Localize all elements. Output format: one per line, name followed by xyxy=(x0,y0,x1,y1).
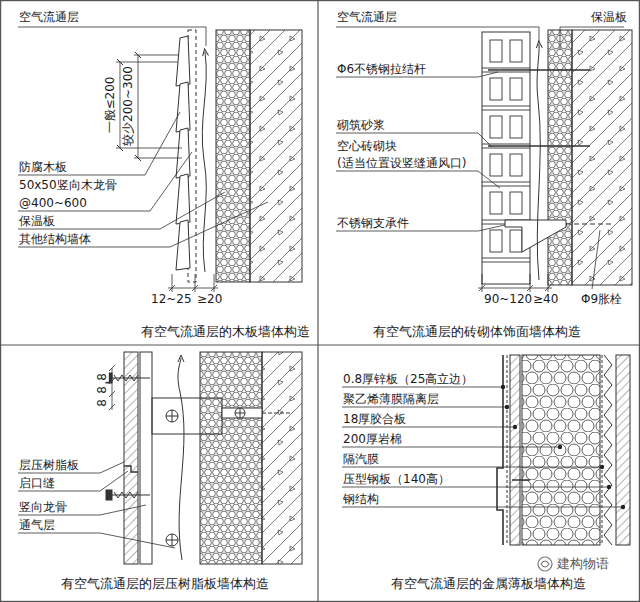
caption: 有空气流通层的金属薄板墙体构造 xyxy=(390,576,587,592)
metal-sheet-wall-detail xyxy=(342,355,630,545)
part-label: 保温板 xyxy=(590,10,628,24)
watermark: 建构物语 xyxy=(556,556,610,572)
dimension: 12~25 xyxy=(150,292,193,306)
dimension: ≥40 xyxy=(532,292,559,306)
part-label: 0.8厚锌板（25高立边） xyxy=(342,372,474,386)
watermark-icon xyxy=(538,557,552,571)
part-label: 200厚岩棉 xyxy=(342,432,403,446)
dimension: 一般≤200 xyxy=(103,76,117,135)
part-label: 50x50竖向木龙骨 xyxy=(18,178,118,192)
part-label: (适当位置设竖缝通风口) xyxy=(336,156,467,170)
dimension: 8 xyxy=(95,385,109,395)
part-label: 空气流通层 xyxy=(18,10,80,24)
dimension: @400~600 xyxy=(18,196,88,210)
part-label: 启口缝 xyxy=(18,476,56,490)
caption: 有空气流通层的砖砌体饰面墙体构造 xyxy=(372,324,582,340)
dimension: 8 xyxy=(95,398,109,408)
part-label: 竖向龙骨 xyxy=(18,500,68,514)
part-label: 通气层 xyxy=(18,518,56,532)
part-label: 隔汽膜 xyxy=(342,452,380,466)
part-label: 压型钢板（140高） xyxy=(342,472,451,486)
dimension: 较少200~300 xyxy=(121,65,135,147)
resin-board-wall-detail xyxy=(18,352,302,564)
part-label: Φ9胀栓 xyxy=(580,292,623,306)
part-label: 不锈钢支承件 xyxy=(336,216,410,230)
part-label: 空心砖砌块 xyxy=(336,139,398,153)
part-label: Φ6不锈钢拉结杆 xyxy=(336,62,427,76)
caption: 有空气流通层的木板墙体构造 xyxy=(140,324,311,340)
dimension: 90~120 xyxy=(483,292,533,306)
part-label: 18厚胶合板 xyxy=(342,412,407,426)
part-label: 聚乙烯薄膜隔离层 xyxy=(342,392,440,406)
part-label: 保温板 xyxy=(18,214,56,228)
brick-wall-detail xyxy=(336,27,632,292)
part-label: 空气流通层 xyxy=(336,10,398,24)
timber-wall-detail xyxy=(18,27,302,292)
part-label: 钢结构 xyxy=(342,492,380,506)
caption: 有空气流通层的层压树脂板墙体构造 xyxy=(60,576,270,592)
part-label: 其他结构墙体 xyxy=(18,232,92,246)
dimension: ≥20 xyxy=(196,292,223,306)
part-label: 层压树脂板 xyxy=(18,458,80,472)
part-label: 防腐木板 xyxy=(18,160,68,174)
dimension: 8 xyxy=(95,372,109,382)
part-label: 砌筑砂浆 xyxy=(336,118,386,132)
